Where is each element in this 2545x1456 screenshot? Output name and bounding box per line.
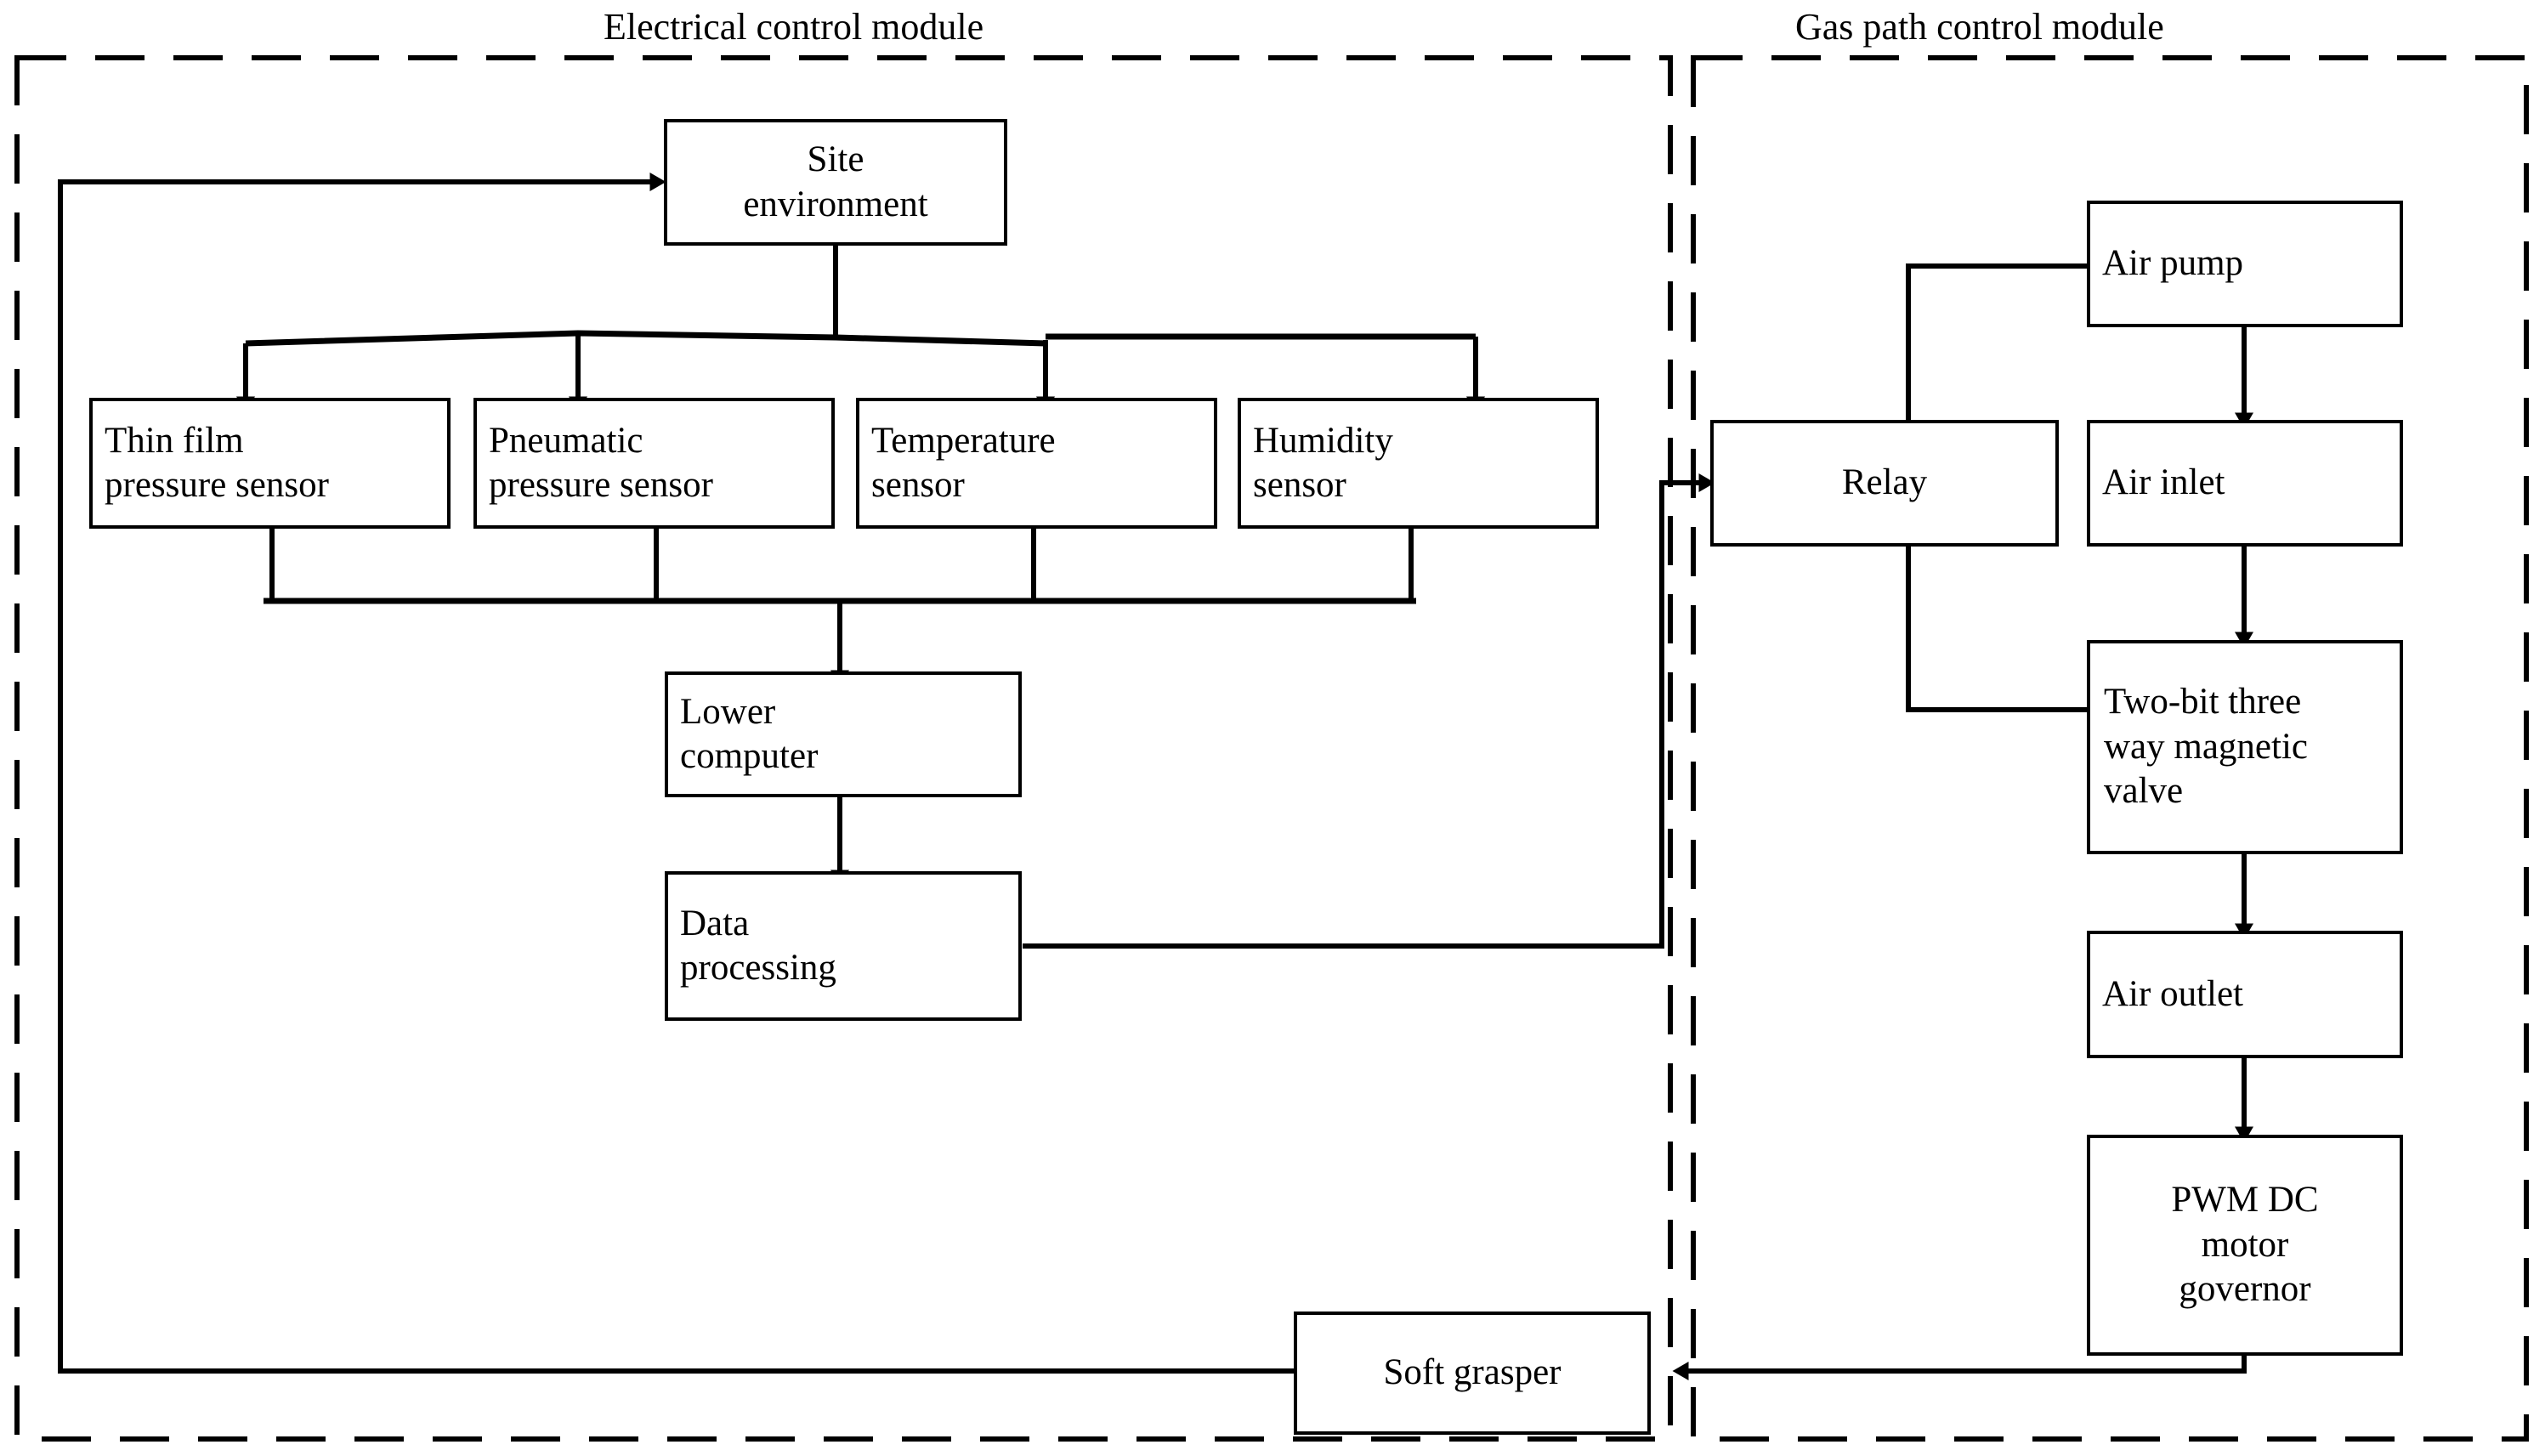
lower-computer-line2: computer	[680, 736, 819, 776]
site-environment-line1: Site	[807, 139, 864, 180]
node-temperature-sensor[interactable]: Temperature sensor	[856, 398, 1217, 529]
node-humidity-sensor[interactable]: Humidity sensor	[1238, 398, 1599, 529]
electrical-module-title: Electrical control module	[604, 6, 984, 48]
lower-computer-line1: Lower	[680, 691, 776, 732]
pneumatic-line2: pressure sensor	[489, 465, 713, 505]
wire-site-environment-fanout	[236, 246, 1485, 413]
data-processing-line2: processing	[680, 948, 836, 988]
humidity-line2: sensor	[1253, 465, 1346, 505]
valve-line3: valve	[2104, 771, 2184, 812]
soft-grasper-label: Soft grasper	[1383, 1352, 1562, 1393]
node-air-pump[interactable]: Air pump	[2087, 201, 2403, 327]
air-pump-label: Air pump	[2102, 243, 2244, 284]
temperature-line1: Temperature	[871, 420, 1056, 461]
temperature-line2: sensor	[871, 465, 965, 505]
pwm-line1: PWM DC	[2171, 1180, 2319, 1221]
node-data-processing[interactable]: Data processing	[665, 871, 1022, 1021]
valve-line2: way magnetic	[2104, 726, 2308, 767]
thin-film-line2: pressure sensor	[105, 465, 329, 505]
electrical-module-frame	[14, 55, 1673, 1442]
data-processing-line1: Data	[680, 903, 750, 943]
node-relay[interactable]: Relay	[1710, 420, 2059, 547]
node-thin-film-pressure-sensor[interactable]: Thin film pressure sensor	[89, 398, 451, 529]
wire-relay-to-air-pump	[1906, 263, 2087, 420]
wire-softgrasper-to-site-environment	[58, 173, 1307, 1374]
node-air-outlet[interactable]: Air outlet	[2087, 931, 2403, 1058]
pneumatic-line1: Pneumatic	[489, 420, 643, 461]
node-pwm-dc-motor-governor[interactable]: PWM DC motor governor	[2087, 1135, 2403, 1356]
air-outlet-label: Air outlet	[2102, 973, 2243, 1014]
wire-sensors-to-lower-computer	[264, 529, 1416, 687]
gaspath-module-frame	[1691, 55, 2529, 1442]
pwm-line3: governor	[2179, 1269, 2311, 1310]
wire-data-processing-to-relay	[1023, 473, 1715, 949]
thin-film-line1: Thin film	[105, 420, 244, 461]
node-pneumatic-pressure-sensor[interactable]: Pneumatic pressure sensor	[473, 398, 835, 529]
gaspath-module-title: Gas path control module	[1795, 6, 2164, 48]
air-inlet-label: Air inlet	[2102, 462, 2225, 503]
humidity-line1: Humidity	[1253, 420, 1393, 461]
node-two-bit-three-way-magnetic-valve[interactable]: Two-bit three way magnetic valve	[2087, 640, 2403, 854]
node-site-environment[interactable]: Site environment	[664, 119, 1007, 246]
pwm-line2: motor	[2201, 1224, 2289, 1265]
wire-pwm-to-soft-grasper	[1672, 1356, 2247, 1380]
wire-relay-to-valve	[1906, 547, 2087, 712]
node-soft-grasper[interactable]: Soft grasper	[1294, 1312, 1651, 1435]
node-air-inlet[interactable]: Air inlet	[2087, 420, 2403, 547]
node-lower-computer[interactable]: Lower computer	[665, 671, 1022, 797]
relay-label: Relay	[1841, 462, 1928, 503]
valve-line1: Two-bit three	[2104, 682, 2302, 722]
site-environment-line2: environment	[743, 184, 928, 224]
